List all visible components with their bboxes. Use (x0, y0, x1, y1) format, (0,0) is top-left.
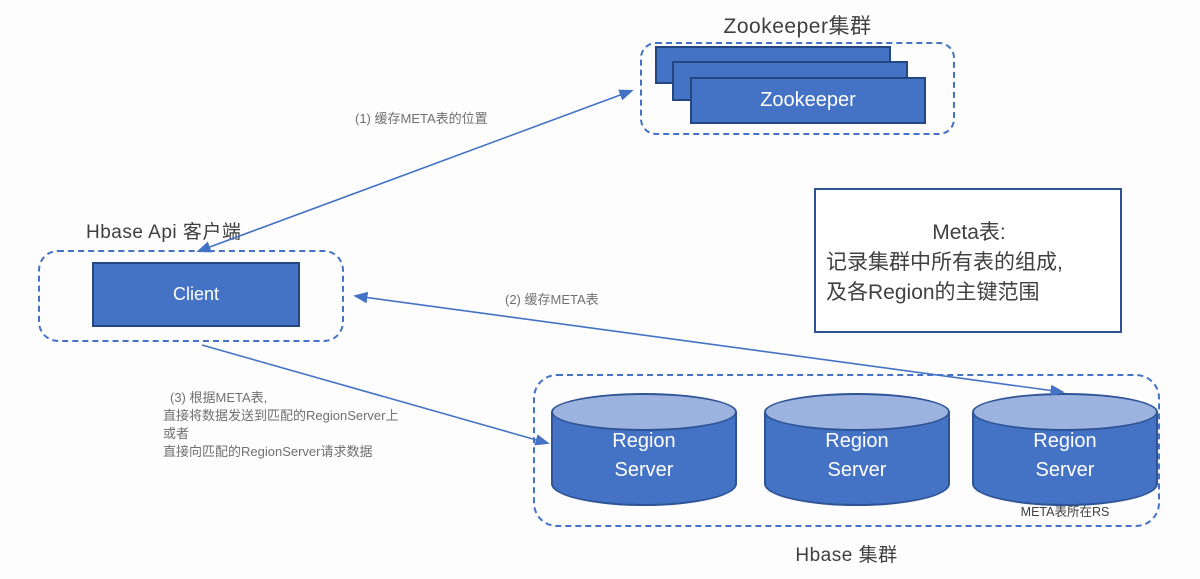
client-node-label: Client (172, 284, 220, 304)
client-box (38, 250, 344, 342)
step3-line3: 或者 (163, 426, 190, 441)
step3-label: (3) 根据META表, 直接将数据发送到匹配的RegionServer上 或者… (163, 389, 399, 461)
client-title: Hbase Api 客户端 (86, 222, 242, 243)
meta-note-line2: 及各Region的主键范围 (826, 281, 1040, 304)
step3-line4: 直接向匹配的RegionServer请求数据 (163, 444, 373, 459)
step1-label: (1) 缓存META表的位置 (355, 111, 488, 126)
zookeeper-cluster-title: Zookeeper集群 (723, 15, 872, 38)
region-server-3-label: Region Server (1033, 430, 1097, 481)
meta-rs-note: META表所在RS (1020, 505, 1110, 519)
meta-table-note: Meta表: 记录集群中所有表的组成, 及各Region的主键范围 (814, 188, 1122, 333)
region-server-2-label: Region Server (825, 430, 889, 481)
region-server-3: Region Server (972, 393, 1158, 506)
meta-note-heading: Meta表: (932, 221, 1006, 244)
client-node: Client (92, 262, 300, 327)
zookeeper-node-front: Zookeeper (690, 77, 926, 124)
region-server-2-top (764, 393, 950, 431)
region-server-3-top (972, 393, 1158, 431)
meta-note-line1: 记录集群中所有表的组成, (826, 251, 1063, 274)
region-server-1-label: Region Server (612, 430, 676, 481)
step3-line2: 直接将数据发送到匹配的RegionServer上 (163, 408, 399, 423)
region-server-1: Region Server (551, 393, 737, 506)
zookeeper-cluster-box (640, 42, 955, 135)
step3-line1: (3) 根据META表, (170, 390, 268, 405)
region-server-2: Region Server (764, 393, 950, 506)
zookeeper-node-label: Zookeeper (760, 89, 856, 111)
region-server-1-top (551, 393, 737, 431)
step2-label: (2) 缓存META表 (505, 292, 599, 307)
hbase-cluster-title: Hbase 集群 (795, 545, 898, 566)
